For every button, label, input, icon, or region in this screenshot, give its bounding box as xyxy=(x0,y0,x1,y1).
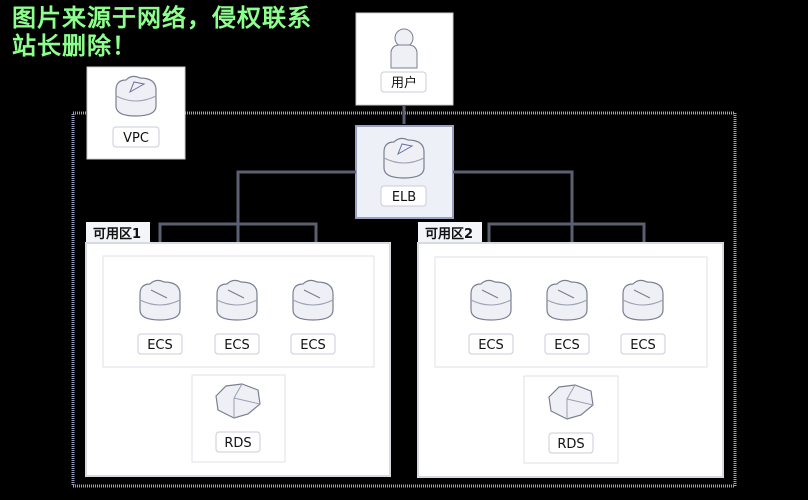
elb-node[interactable]: ELB xyxy=(355,125,454,219)
ecs-node[interactable]: ECS xyxy=(214,279,260,355)
ecs-icon xyxy=(216,279,258,321)
ecs-node[interactable]: ECS xyxy=(137,279,183,355)
vpc-node[interactable]: VPC xyxy=(86,66,186,160)
ecs-label: ECS xyxy=(300,338,326,353)
user-icon xyxy=(390,28,418,69)
vpc-label: VPC xyxy=(123,131,149,146)
rds-node[interactable]: RDS xyxy=(191,374,286,463)
zone-2: 可用区2 ECS ECS ECS RDS xyxy=(417,222,724,478)
user-node[interactable]: 用户 xyxy=(355,12,454,106)
ecs-icon xyxy=(292,279,334,321)
elb-label: ELB xyxy=(392,190,416,205)
ecs-label: ECS xyxy=(630,338,656,353)
user-label: 用户 xyxy=(391,75,417,91)
elb-icon xyxy=(383,137,425,179)
ecs-label: ECS xyxy=(554,338,580,353)
ecs-label: ECS xyxy=(478,338,504,353)
rds-node[interactable]: RDS xyxy=(523,375,619,464)
ecs-icon xyxy=(139,279,181,321)
zone-1-title: 可用区1 xyxy=(93,227,141,242)
zone-1: 可用区1 ECS ECS ECS RDS xyxy=(85,222,391,477)
rds-label: RDS xyxy=(224,436,251,451)
ecs-label: ECS xyxy=(224,338,250,353)
ecs-node[interactable]: ECS xyxy=(544,279,590,355)
vpc-icon xyxy=(115,75,157,117)
ecs-icon xyxy=(470,279,512,321)
zone-2-title: 可用区2 xyxy=(425,227,473,242)
rds-label: RDS xyxy=(557,437,584,452)
ecs-node[interactable]: ECS xyxy=(290,279,336,355)
ecs-node[interactable]: ECS xyxy=(468,279,514,355)
ecs-icon xyxy=(622,279,664,321)
watermark-text: 图片来源于网络，侵权联系站长删除！ xyxy=(12,4,312,60)
ecs-label: ECS xyxy=(147,338,173,353)
ecs-icon xyxy=(546,279,588,321)
ecs-node[interactable]: ECS xyxy=(620,279,666,355)
